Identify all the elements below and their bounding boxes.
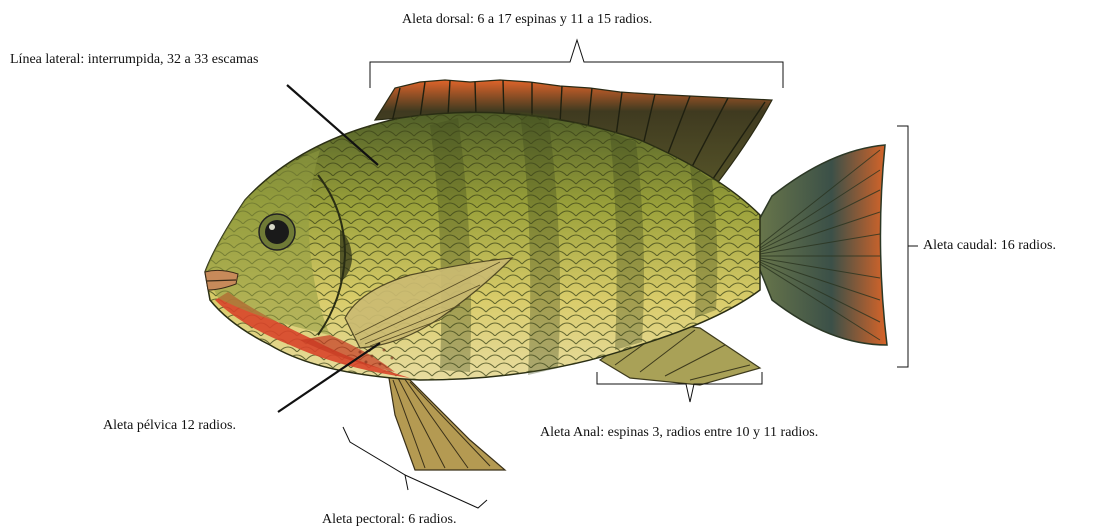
- dorsal-fin-label: Aleta dorsal: 6 a 17 espinas y 11 a 15 r…: [402, 12, 652, 28]
- lower-fin: [388, 372, 505, 470]
- caudal-fin: [748, 145, 887, 345]
- caudal-bracket: [897, 126, 918, 367]
- lateral-line-label: Línea lateral: interrumpida, 32 a 33 esc…: [10, 52, 258, 68]
- anal-fin-label: Aleta Anal: espinas 3, radios entre 10 y…: [540, 425, 818, 441]
- pectoral-fin-label: Aleta pectoral: 6 radios.: [322, 512, 457, 528]
- pelvic-fin-label: Aleta pélvica 12 radios.: [103, 418, 236, 434]
- caudal-fin-label: Aleta caudal: 16 radios.: [923, 238, 1056, 254]
